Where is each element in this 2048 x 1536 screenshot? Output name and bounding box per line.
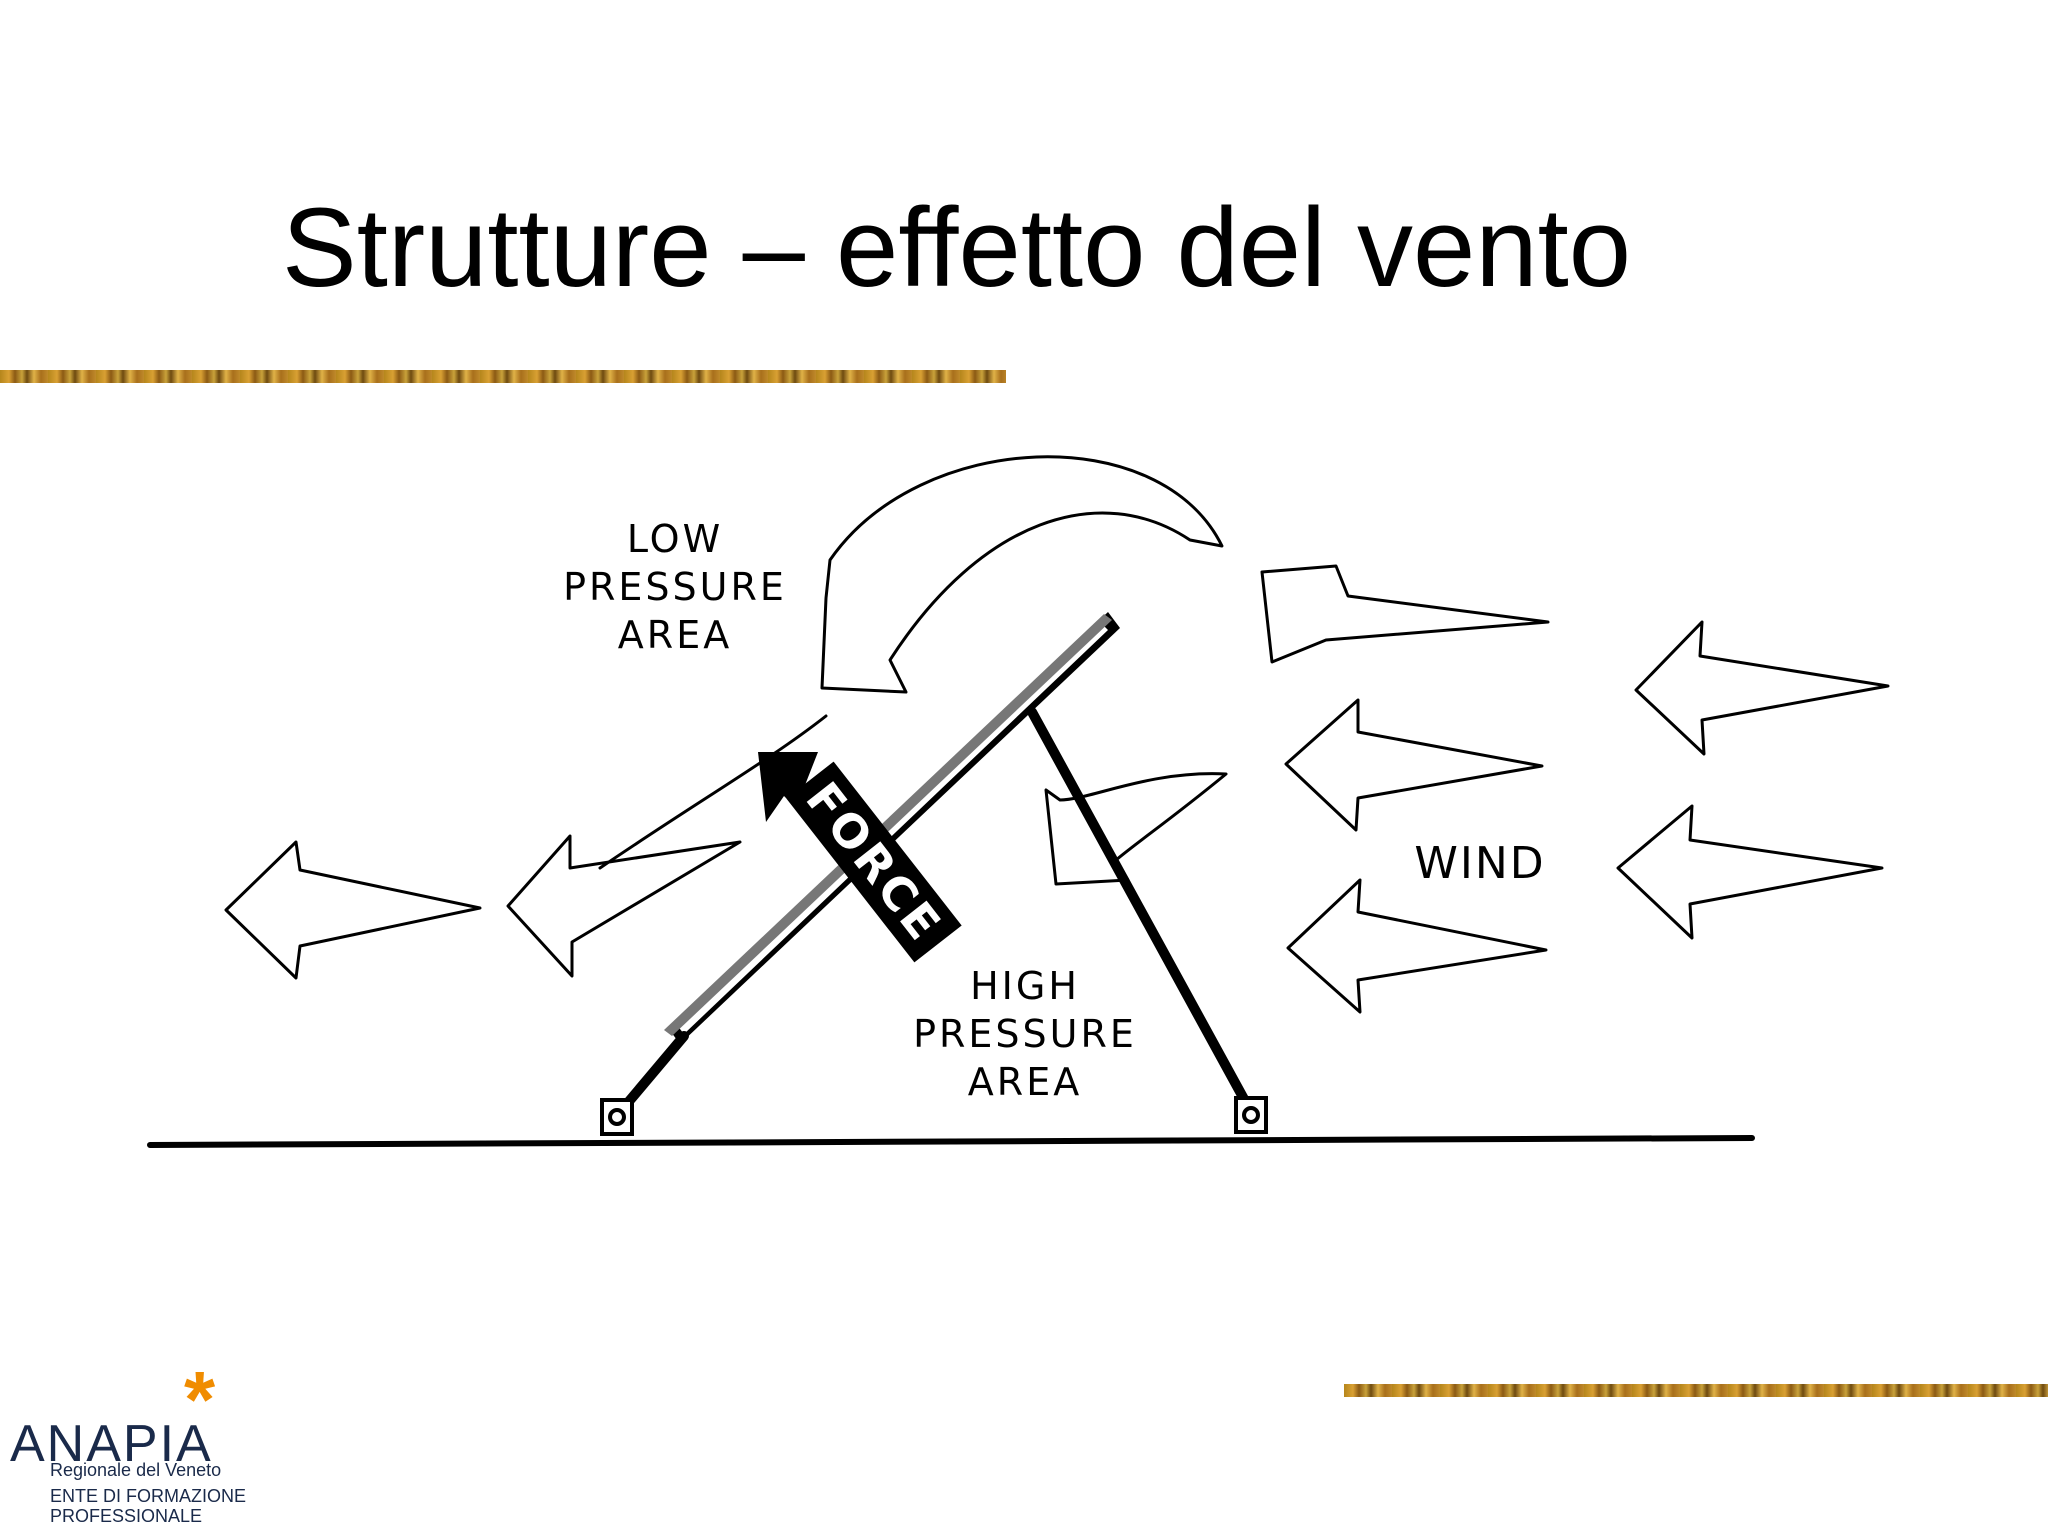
- wind-arrow: [506, 834, 742, 978]
- logo-organization: ENTE DI FORMAZIONE PROFESSIONALE: [50, 1486, 247, 1526]
- low-pressure-label: LOW PRESSURE AREA: [563, 517, 787, 657]
- panel-support-rear: [1027, 707, 1255, 1115]
- slide-title: Strutture – effetto del vento: [282, 185, 1632, 310]
- force-arrow-head: [758, 752, 818, 822]
- wind-arrow: [1634, 620, 1890, 756]
- anapia-logo: * ANAPIA Regionale del Veneto ENTE DI FO…: [10, 1360, 270, 1536]
- wind-arrow: [1616, 804, 1884, 940]
- bottom-decorative-bar: [1344, 1384, 2048, 1397]
- high-pressure-label: HIGH PRESSURE AREA: [913, 964, 1137, 1104]
- anchor-right: [1234, 1096, 1268, 1134]
- logo-name: ANAPIA: [10, 1415, 213, 1473]
- wind-arrow: [1260, 564, 1550, 664]
- logo-star-icon: *: [184, 1355, 216, 1444]
- swirl-arrow: [598, 714, 828, 870]
- wind-arrow: [224, 840, 482, 980]
- curved-wind-arrow: [820, 455, 1224, 694]
- wind-arrow: [1284, 698, 1544, 832]
- wind-arrow: [1286, 878, 1548, 1014]
- deflected-wind-arrow: [1044, 772, 1228, 886]
- logo-region: Regionale del Veneto: [50, 1460, 222, 1480]
- top-decorative-bar: [0, 370, 1006, 383]
- wind-label: WIND: [1414, 838, 1546, 889]
- solar-panel: [664, 612, 1120, 1044]
- ground-line: [147, 1135, 1755, 1148]
